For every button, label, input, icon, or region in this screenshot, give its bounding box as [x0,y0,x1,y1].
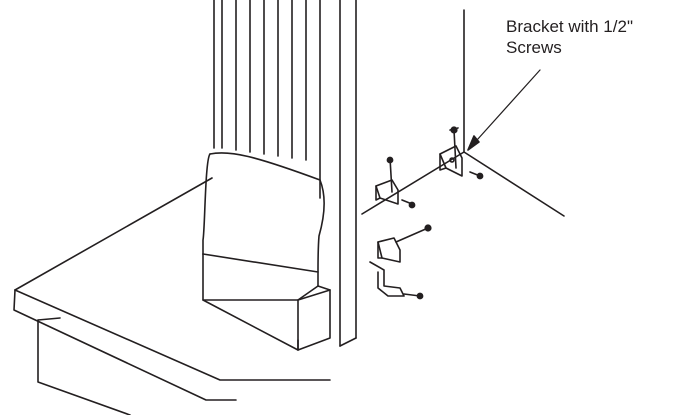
floor-lines [361,9,565,217]
bracket-upper-right [439,127,484,180]
callout-leader [467,69,541,151]
mantel-shelf [13,177,331,415]
fluted-column [213,0,357,347]
callout-line-1: Bracket with 1/2" [506,17,633,36]
bracket-lower-pair [369,224,432,300]
column-plinth [202,152,331,351]
callout-line-2: Screws [506,38,562,57]
bracket-middle [375,156,416,209]
bracket-callout-label: Bracket with 1/2" Screws [506,16,633,58]
screw-icon [450,126,458,134]
